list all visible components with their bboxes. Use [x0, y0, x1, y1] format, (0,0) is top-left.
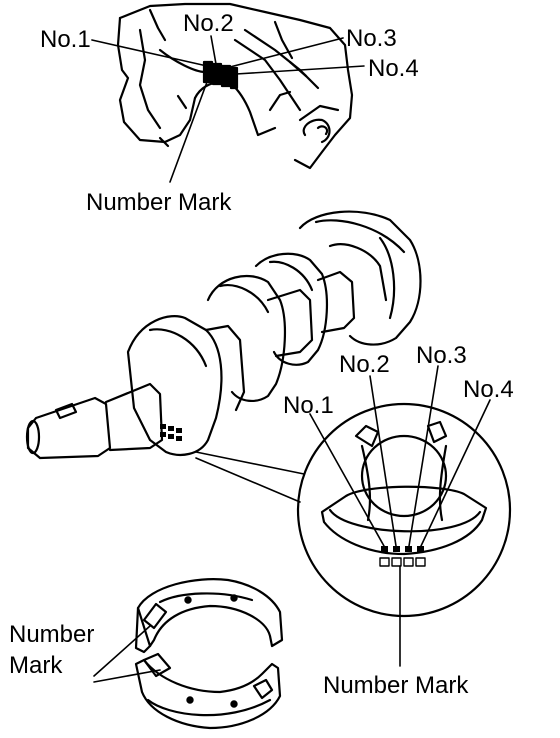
detail-leader-lines	[309, 365, 491, 667]
bearing-label-mark: Mark	[9, 652, 63, 679]
top-leader-lines	[91, 35, 365, 183]
detail-label-no4: No.4	[463, 376, 514, 403]
detail-number-mark	[379, 546, 426, 567]
top-label-no4: No.4	[368, 55, 419, 82]
top-label-no1: No.1	[40, 26, 91, 53]
bearing-shells-illustration	[134, 578, 284, 730]
cylinder-block-illustration	[116, 2, 354, 170]
top-label-number-mark: Number Mark	[86, 189, 232, 216]
detail-label-no3: No.3	[416, 342, 467, 369]
detail-label-no2: No.2	[339, 351, 390, 378]
top-label-no3: No.3	[346, 25, 397, 52]
crankshaft-number-mark	[160, 424, 182, 441]
detail-label-no1: No.1	[283, 392, 334, 419]
bearing-leader-lines	[93, 625, 161, 683]
detail-label-number-mark: Number Mark	[323, 672, 469, 699]
top-label-no2: No.2	[183, 10, 234, 37]
bearing-label-number: Number	[9, 621, 95, 648]
detail-callout-lines	[195, 451, 305, 503]
crankshaft-illustration	[25, 210, 422, 460]
detail-circle-illustration	[296, 402, 512, 618]
